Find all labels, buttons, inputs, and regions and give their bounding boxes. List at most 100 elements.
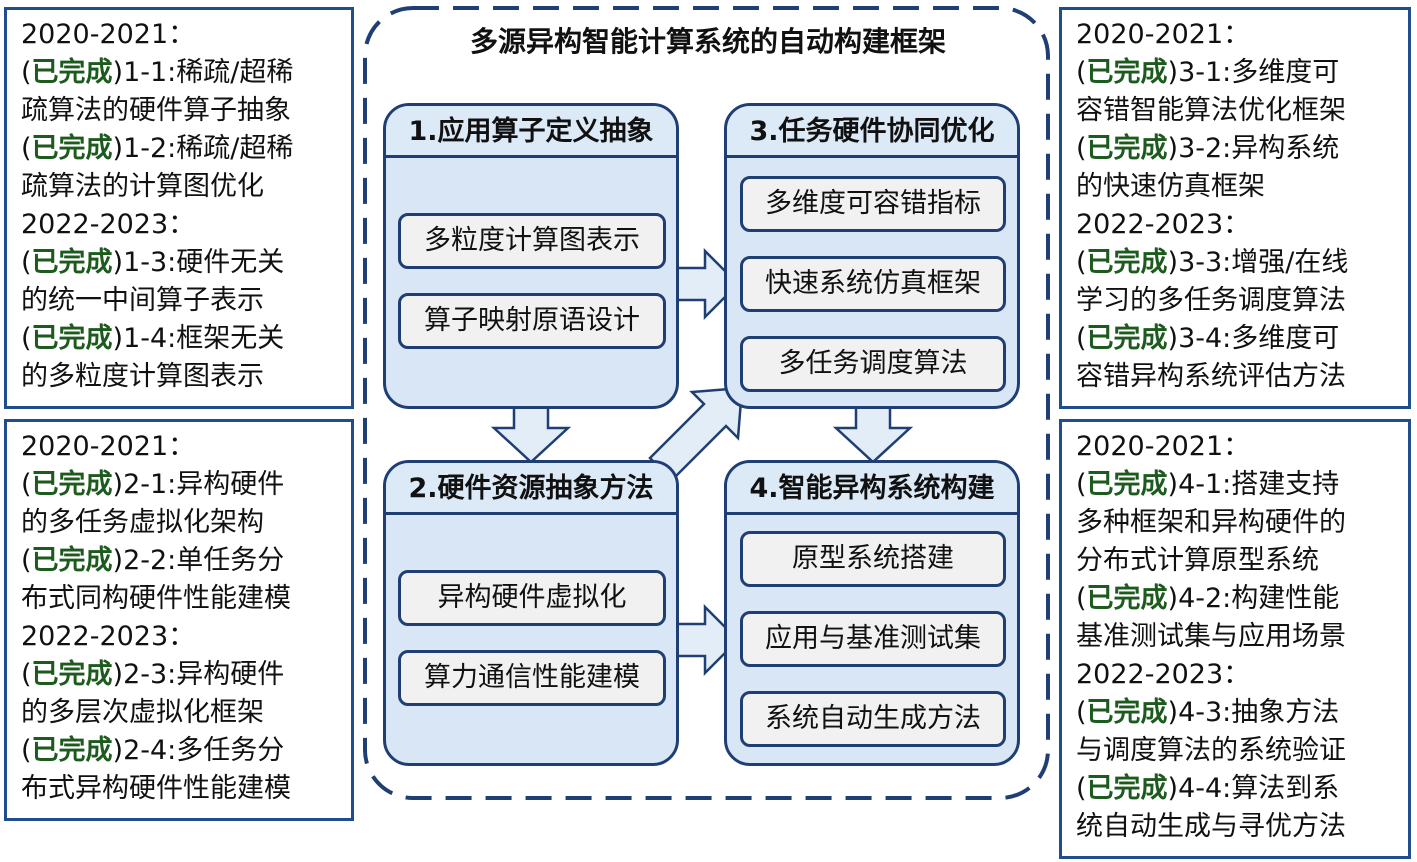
completed-status-label: 已完成 — [31, 247, 113, 278]
panel-line-text: 2022-2023： — [1076, 209, 1251, 240]
panel-line-task-text: )2-2:单任务分 — [112, 545, 285, 576]
panel-line-text: 多种框架和异构硬件的 — [1076, 507, 1346, 538]
arrow-right-module1-to-module3 — [673, 247, 740, 321]
progress-panel-module-2: 2020-2021：(已完成)2-1:异构硬件的多任务虚拟化架构(已完成)2-2… — [4, 419, 354, 821]
module-1-title: 1.应用算子定义抽象 — [386, 106, 676, 158]
panel-line-open-paren: ( — [21, 247, 32, 278]
panel-line-text: 的多层次虚拟化框架 — [21, 697, 264, 728]
panel-line: 布式异构硬件性能建模 — [21, 770, 343, 808]
panel-line-open-paren: ( — [21, 659, 32, 690]
panel-line-open-paren: ( — [1076, 57, 1087, 88]
panel-line: 2022-2023： — [21, 206, 343, 244]
panel-line: 的多层次虚拟化框架 — [21, 694, 343, 732]
panel-line-open-paren: ( — [1076, 773, 1087, 804]
panel-line: 2022-2023： — [1076, 206, 1400, 244]
panel-line-text: 学习的多任务调度算法 — [1076, 285, 1346, 316]
panel-line: (已完成)1-1:稀疏/超稀 — [21, 54, 343, 92]
panel-line-text: 2020-2021： — [1076, 431, 1251, 462]
panel-line-task-text: )3-4:多维度可 — [1167, 323, 1340, 354]
module-3-item-2: 快速系统仿真框架 — [740, 256, 1006, 312]
panel-line-task-text: )4-2:构建性能 — [1167, 583, 1340, 614]
completed-status-label: 已完成 — [31, 659, 113, 690]
panel-line: 2020-2021： — [21, 16, 343, 54]
panel-line: 疏算法的硬件算子抽象 — [21, 92, 343, 130]
panel-line-open-paren: ( — [21, 735, 32, 766]
panel-line: 2020-2021： — [1076, 16, 1400, 54]
panel-line: 学习的多任务调度算法 — [1076, 282, 1400, 320]
arrow-right-module2-to-module4 — [673, 603, 740, 677]
module-4-title: 4.智能异构系统构建 — [727, 463, 1017, 515]
panel-line-text: 2020-2021： — [1076, 19, 1251, 50]
panel-line-text: 基准测试集与应用场景 — [1076, 621, 1346, 652]
panel-line: 与调度算法的系统验证 — [1076, 732, 1400, 770]
panel-line-task-text: )4-4:算法到系 — [1167, 773, 1340, 804]
module-2-title: 2.硬件资源抽象方法 — [386, 463, 676, 515]
panel-line-text: 分布式计算原型系统 — [1076, 545, 1319, 576]
panel-line: 2022-2023： — [21, 618, 343, 656]
panel-line: (已完成)1-2:稀疏/超稀 — [21, 130, 343, 168]
panel-line: (已完成)2-3:异构硬件 — [21, 656, 343, 694]
panel-line-open-paren: ( — [21, 469, 32, 500]
progress-panel-module-3: 2020-2021：(已完成)3-1:多维度可容错智能算法优化框架(已完成)3-… — [1059, 7, 1411, 409]
panel-line-task-text: )3-3:增强/在线 — [1167, 247, 1349, 278]
panel-line: (已完成)1-4:框架无关 — [21, 320, 343, 358]
progress-panel-module-1: 2020-2021：(已完成)1-1:稀疏/超稀疏算法的硬件算子抽象(已完成)1… — [4, 7, 354, 409]
framework-dashed-border — [363, 6, 1050, 800]
module-2-item-2: 算力通信性能建模 — [398, 650, 666, 706]
completed-status-label: 已完成 — [1086, 697, 1168, 728]
completed-status-label: 已完成 — [31, 545, 113, 576]
panel-line: (已完成)1-3:硬件无关 — [21, 244, 343, 282]
panel-line-text: 2022-2023： — [21, 209, 196, 240]
panel-line-text: 2020-2021： — [21, 431, 196, 462]
panel-line: 2022-2023： — [1076, 656, 1400, 694]
panel-line: 分布式计算原型系统 — [1076, 542, 1400, 580]
completed-status-label: 已完成 — [31, 469, 113, 500]
panel-line-open-paren: ( — [1076, 323, 1087, 354]
panel-line-text: 的统一中间算子表示 — [21, 285, 264, 316]
panel-line: 的多任务虚拟化架构 — [21, 504, 343, 542]
panel-line-task-text: )4-1:搭建支持 — [1167, 469, 1340, 500]
panel-line-open-paren: ( — [1076, 469, 1087, 500]
module-3-title: 3.任务硬件协同优化 — [727, 106, 1017, 158]
panel-line: 的快速仿真框架 — [1076, 168, 1400, 206]
completed-status-label: 已完成 — [1086, 247, 1168, 278]
progress-panel-module-4: 2020-2021：(已完成)4-1:搭建支持多种框架和异构硬件的分布式计算原型… — [1059, 419, 1411, 859]
panel-line-task-text: )1-3:硬件无关 — [112, 247, 285, 278]
panel-line-open-paren: ( — [21, 133, 32, 164]
panel-line-text: 的多粒度计算图表示 — [21, 361, 264, 392]
panel-line-task-text: )1-2:稀疏/超稀 — [112, 133, 294, 164]
panel-line-open-paren: ( — [21, 545, 32, 576]
panel-line-open-paren: ( — [1076, 697, 1087, 728]
panel-line: (已完成)3-2:异构系统 — [1076, 130, 1400, 168]
panel-line-text: 2022-2023： — [21, 621, 196, 652]
completed-status-label: 已完成 — [31, 323, 113, 354]
panel-line-task-text: )2-1:异构硬件 — [112, 469, 285, 500]
panel-line-text: 疏算法的计算图优化 — [21, 171, 264, 202]
panel-line: 多种框架和异构硬件的 — [1076, 504, 1400, 542]
panel-line: 的统一中间算子表示 — [21, 282, 343, 320]
panel-line-task-text: )4-3:抽象方法 — [1167, 697, 1340, 728]
panel-line-text: 2020-2021： — [21, 19, 196, 50]
panel-line: (已完成)3-1:多维度可 — [1076, 54, 1400, 92]
panel-line-text: 统自动生成与寻优方法 — [1076, 811, 1346, 842]
panel-line-open-paren: ( — [21, 57, 32, 88]
panel-line-task-text: )2-3:异构硬件 — [112, 659, 285, 690]
completed-status-label: 已完成 — [1086, 469, 1168, 500]
completed-status-label: 已完成 — [31, 57, 113, 88]
panel-line: 2020-2021： — [21, 428, 343, 466]
module-4-item-3: 系统自动生成方法 — [740, 691, 1006, 747]
panel-line-text: 的多任务虚拟化架构 — [21, 507, 264, 538]
module-3-item-1: 多维度可容错指标 — [740, 176, 1006, 232]
arrow-diagonal-module2-to-module3 — [648, 386, 744, 482]
panel-line-text: 容错智能算法优化框架 — [1076, 95, 1346, 126]
panel-line: (已完成)4-3:抽象方法 — [1076, 694, 1400, 732]
panel-line: 2020-2021： — [1076, 428, 1400, 466]
panel-line: (已完成)3-3:增强/在线 — [1076, 244, 1400, 282]
completed-status-label: 已完成 — [1086, 57, 1168, 88]
panel-line: 容错智能算法优化框架 — [1076, 92, 1400, 130]
panel-line-text: 容错异构系统评估方法 — [1076, 361, 1346, 392]
completed-status-label: 已完成 — [1086, 133, 1168, 164]
panel-line-text: 疏算法的硬件算子抽象 — [21, 95, 291, 126]
panel-line-text: 与调度算法的系统验证 — [1076, 735, 1346, 766]
panel-line: (已完成)4-4:算法到系 — [1076, 770, 1400, 808]
